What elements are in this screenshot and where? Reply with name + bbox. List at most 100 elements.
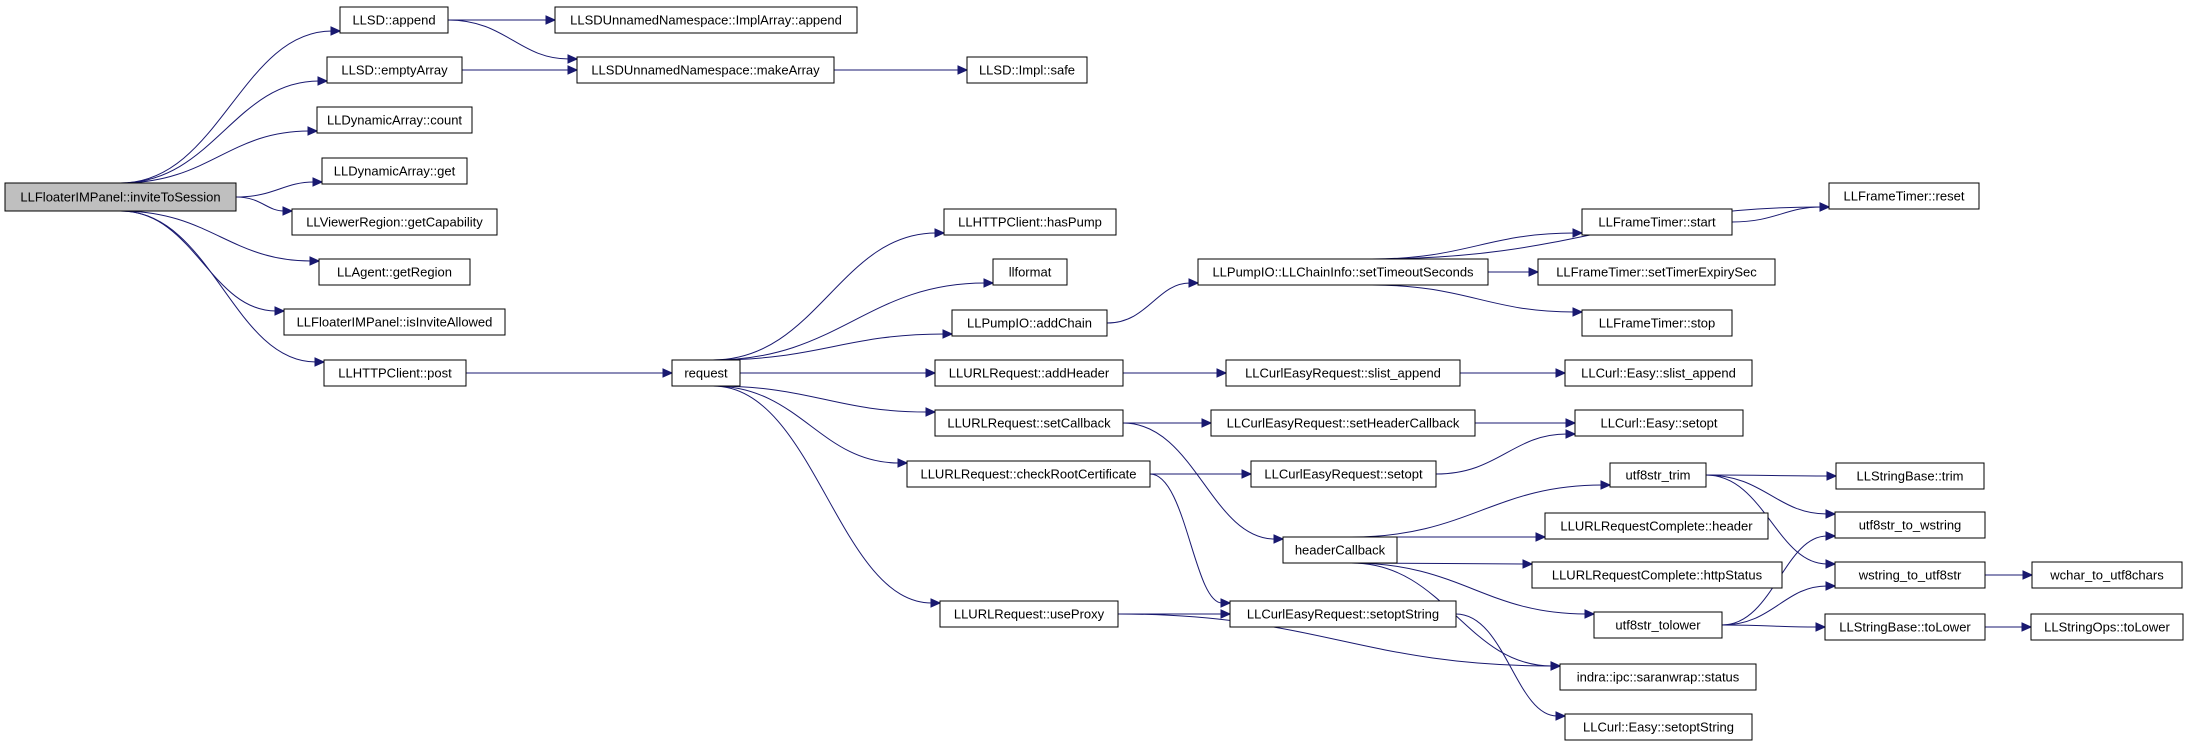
node-box [554,6,858,34]
edge-line [1721,585,1828,626]
edge-line [1731,206,1822,223]
arrowhead-icon [1220,598,1232,608]
node-getcapability[interactable]: LLViewerRegion::getCapability [291,208,498,236]
node-ft-reset[interactable]: LLFrameTimer::reset [1828,182,1980,210]
node-isinviteallowed[interactable]: LLFloaterIMPanel::isInviteAllowed [283,308,506,336]
edge-wstring_to_utf8str-to-wchar_to_utf8chars [1985,570,2034,580]
node-box [1537,258,1776,286]
node-box [906,460,1151,488]
node-addchain[interactable]: LLPumpIO::addChain [951,309,1108,337]
node-label: LLDynamicArray::get [334,163,456,178]
node-box [939,600,1119,628]
edge-line [120,210,312,262]
edge-settimeoutseconds-to-ft_start [1371,228,1584,260]
node-headercallback[interactable]: headerCallback [1282,536,1398,564]
node-box [671,359,741,387]
node-slist-append[interactable]: LLCurlEasyRequest::slist_append [1225,359,1461,387]
edge-request-to-setcallback [712,385,937,417]
node-makearray[interactable]: LLSDUnnamedNamespace::makeArray [576,56,835,84]
node-box [1828,182,1980,210]
node-box [1581,309,1733,337]
node-utf8str-trim[interactable]: utf8str_trim [1609,462,1707,488]
node-ft-setexpiry[interactable]: LLFrameTimer::setTimerExpirySec [1537,258,1776,286]
edge-utf8str_trim-to-wstring_to_utf8str [1705,474,1837,569]
node-label: LLFrameTimer::setTimerExpirySec [1556,264,1757,279]
node-request[interactable]: request [671,359,741,387]
node-setcallback[interactable]: LLURLRequest::setCallback [934,409,1124,437]
node-box [2030,613,2184,641]
edge-line [1721,624,1818,628]
node-complete-header[interactable]: LLURLRequestComplete::header [1544,512,1769,540]
arrowhead-icon [274,306,286,316]
node-label: LLPumpIO::addChain [967,315,1092,330]
edge-line [1371,232,1575,260]
edge-line [1705,474,1828,515]
node-settimeoutseconds[interactable]: LLPumpIO::LLChainInfo::setTimeoutSeconds [1197,258,1489,286]
edge-setheadercallback-to-easy_setopt [1475,418,1577,428]
edge-root-to-isinviteallowed [120,210,286,316]
node-impl-append[interactable]: LLSDUnnamedNamespace::ImplArray::append [554,6,858,34]
node-label: LLSD::Impl::safe [979,62,1075,77]
node-getregion[interactable]: LLAgent::getRegion [318,258,471,286]
node-box [1609,462,1707,488]
node-stringops-tolower[interactable]: LLStringOps::toLower [2030,613,2184,641]
node-easy-setopt[interactable]: LLCurl::Easy::setopt [1574,409,1744,437]
edge-utf8str_trim-to-stringbase_trim [1705,471,1838,481]
edge-line [712,385,928,413]
node-saranwrap-status[interactable]: indra::ipc::saranwrap::status [1559,663,1757,691]
edge-line [235,181,315,198]
node-box [1564,713,1753,741]
node-setheadercallback[interactable]: LLCurlEasyRequest::setHeaderCallback [1210,409,1476,437]
node-dyn-count[interactable]: LLDynamicArray::count [316,106,473,134]
node-easy-setoptstring[interactable]: LLCurl::Easy::setoptString [1564,713,1753,741]
node-box [992,258,1068,286]
node-label: indra::ipc::saranwrap::status [1577,669,1740,684]
node-root[interactable]: LLFloaterIMPanel::inviteToSession [4,182,237,212]
node-box [283,308,506,336]
node-llsd-append[interactable]: LLSD::append [339,6,449,34]
node-utf8str-tolower[interactable]: utf8str_tolower [1593,611,1723,639]
node-box [576,56,835,84]
node-impl-safe[interactable]: LLSD::Impl::safe [966,56,1088,84]
node-wchar-to-utf8chars[interactable]: wchar_to_utf8chars [2031,561,2183,589]
node-wstring-to-utf8str[interactable]: wstring_to_utf8str [1834,561,1986,589]
node-label: wchar_to_utf8chars [2049,567,2164,582]
arrowhead-icon [1241,469,1253,479]
arrowhead-icon [307,126,319,136]
node-easy-slist-append[interactable]: LLCurl::Easy::slist_append [1564,359,1753,387]
arrowhead-icon [1555,711,1567,721]
arrowhead-icon [1825,581,1837,591]
node-utf8str-to-wstring[interactable]: utf8str_to_wstring [1834,511,1986,539]
edge-root-to-getregion [120,210,321,266]
node-label: llformat [1009,264,1052,279]
arrowhead-icon [1572,228,1584,238]
node-addheader[interactable]: LLURLRequest::addHeader [934,359,1124,387]
node-haspump[interactable]: LLHTTPClient::hasPump [943,208,1117,236]
arrowhead-icon [1825,531,1837,541]
edge-setcallback-to-headercallback [1122,422,1285,544]
node-useproxy[interactable]: LLURLRequest::useProxy [939,600,1119,628]
node-ft-stop[interactable]: LLFrameTimer::stop [1581,309,1733,337]
arrowhead-icon [2022,570,2034,580]
arrowhead-icon [1819,202,1831,212]
node-req-setopt[interactable]: LLCurlEasyRequest::setopt [1250,460,1437,488]
node-llformat[interactable]: llformat [992,258,1068,286]
edge-request-to-addchain [712,329,954,361]
arrowhead-icon [1201,418,1213,428]
node-label: LLStringOps::toLower [2044,619,2170,634]
node-httpclient-post[interactable]: LLHTTPClient::post [323,359,467,387]
edge-headercallback-to-utf8str_tolower [1351,562,1596,619]
node-setoptstring[interactable]: LLCurlEasyRequest::setoptString [1229,600,1457,628]
node-complete-httpstatus[interactable]: LLURLRequestComplete::httpStatus [1531,561,1783,589]
node-stringbase-trim[interactable]: LLStringBase::trim [1835,462,1985,490]
node-label: LLSDUnnamedNamespace::ImplArray::append [570,12,842,27]
node-llsd-emptyarray[interactable]: LLSD::emptyArray [326,56,463,84]
node-dyn-get[interactable]: LLDynamicArray::get [321,157,468,185]
node-label: LLURLRequest::addHeader [949,365,1110,380]
node-checkrootcert[interactable]: LLURLRequest::checkRootCertificate [906,460,1151,488]
node-ft-start[interactable]: LLFrameTimer::start [1581,208,1733,236]
node-stringbase-tolower[interactable]: LLStringBase::toLower [1824,613,1986,641]
edge-line [120,210,277,312]
node-label: LLURLRequest::useProxy [954,606,1105,621]
